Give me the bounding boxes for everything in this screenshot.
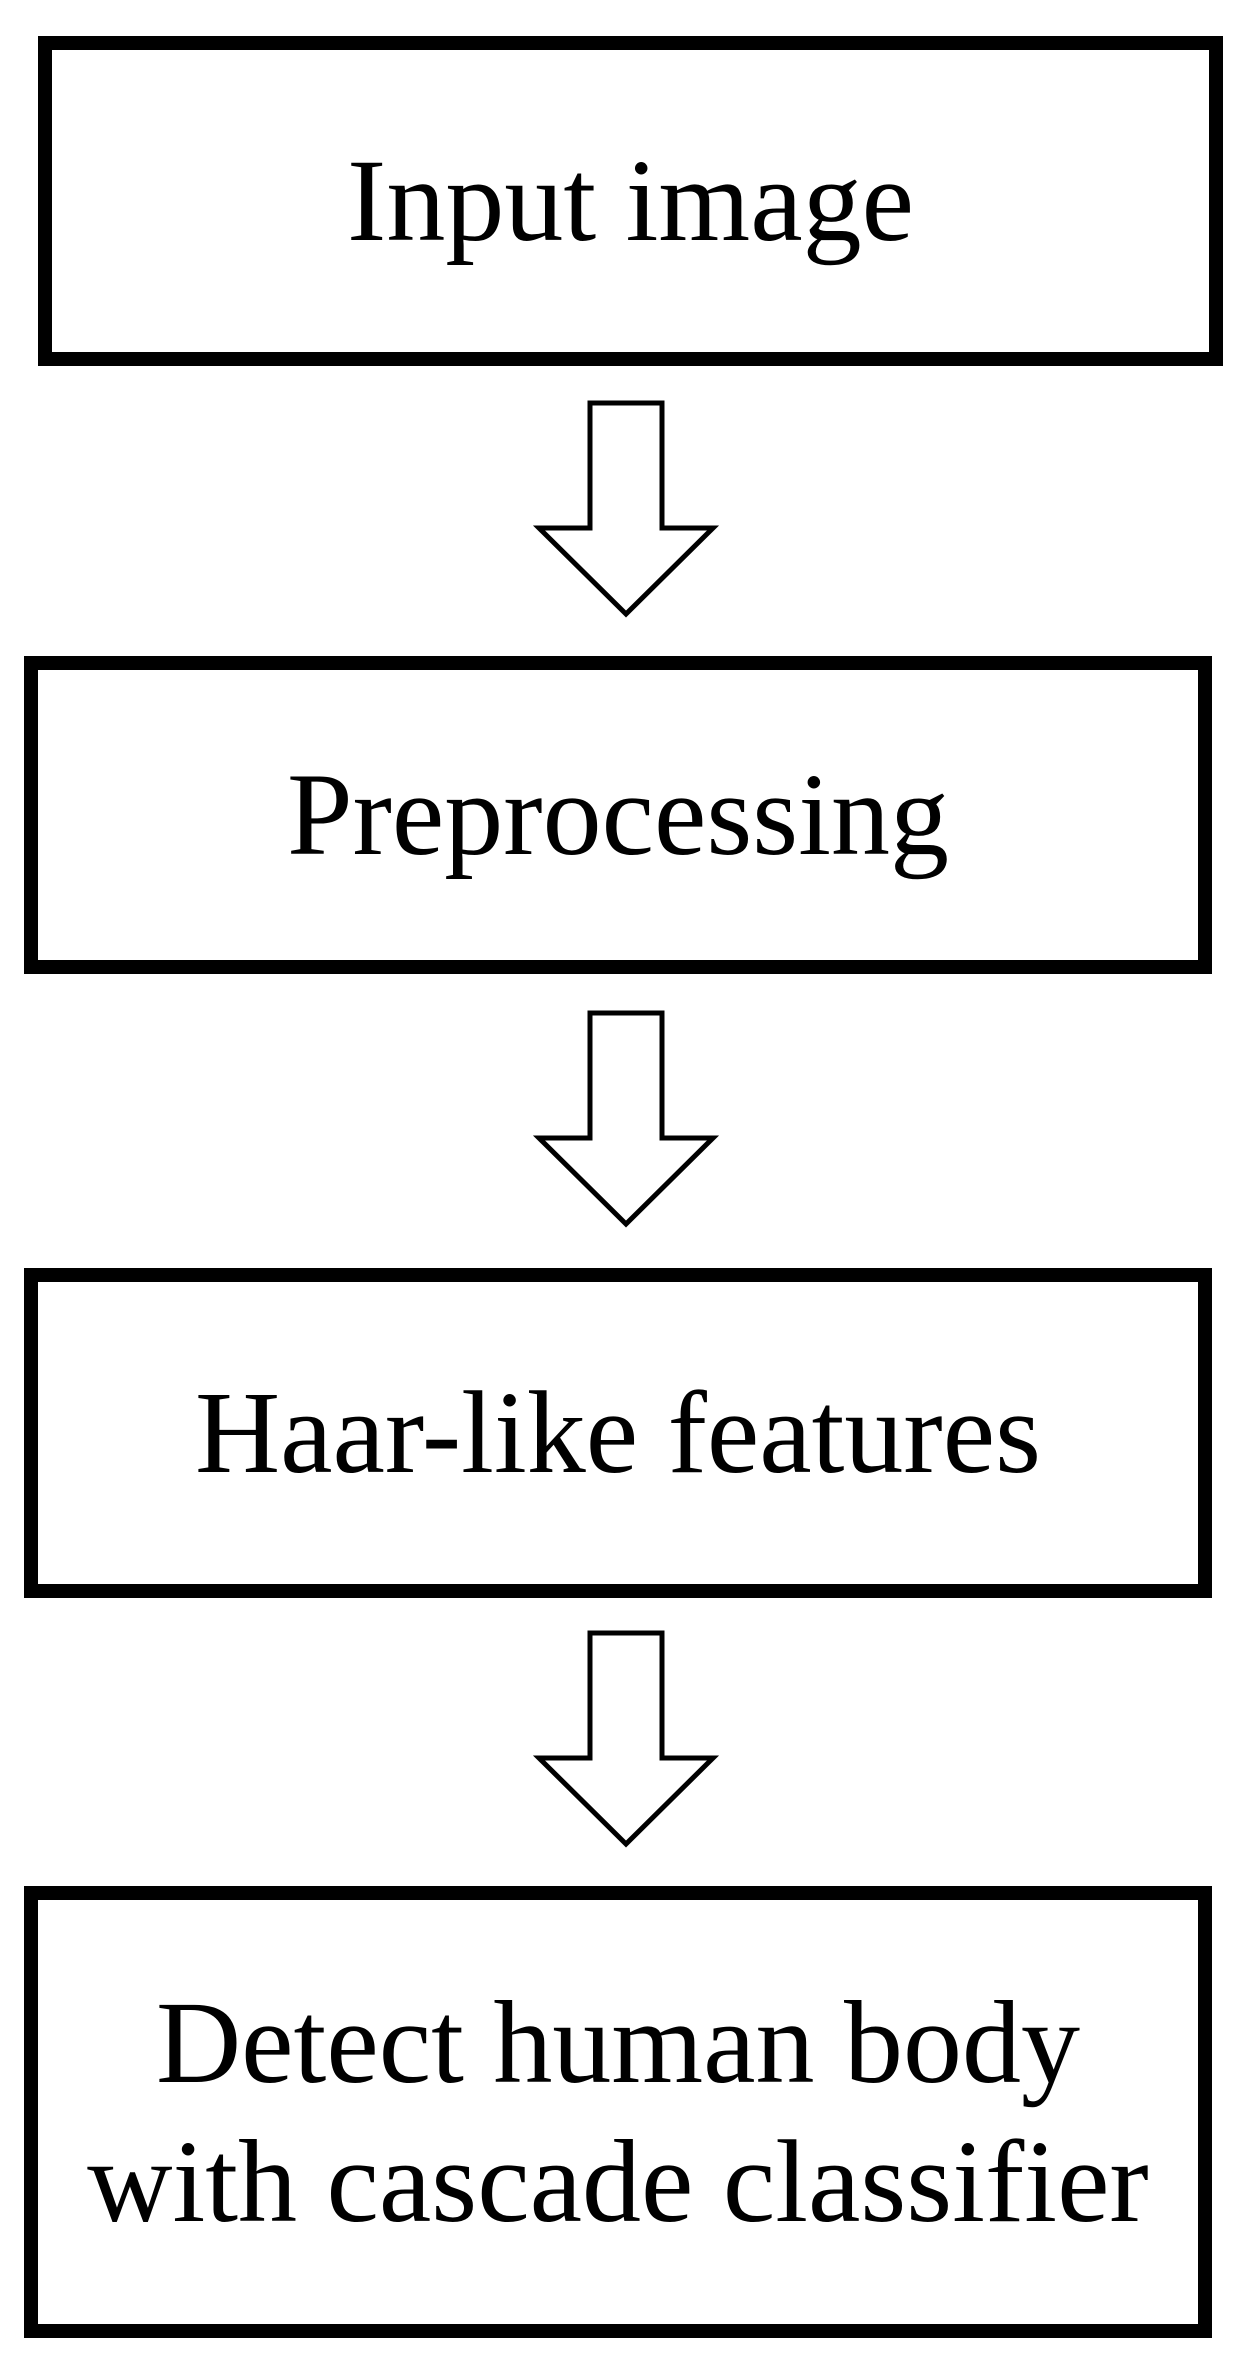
step-label: Preprocessing — [287, 748, 949, 880]
down-arrow-icon — [532, 1010, 720, 1230]
step-haar-like-features-box: Haar-like features — [24, 1268, 1212, 1598]
step-label: Detect human body with cascade classifie… — [87, 1973, 1148, 2251]
down-arrow-icon-shape — [532, 1010, 720, 1228]
step-input-image-box: Input image — [38, 36, 1223, 366]
step-label: Input image — [347, 134, 914, 266]
step-label: Haar-like features — [194, 1366, 1042, 1498]
down-arrow-icon — [532, 1630, 720, 1850]
step-detect-human-body-box: Detect human body with cascade classifie… — [24, 1886, 1212, 2338]
down-arrow-icon — [532, 400, 720, 620]
step-preprocessing-box: Preprocessing — [24, 656, 1212, 974]
step-label-line: with cascade classifier — [87, 2116, 1149, 2247]
down-arrow-icon-shape — [532, 1630, 720, 1848]
step-label-line: Detect human body — [155, 1976, 1081, 2108]
down-arrow-icon-shape — [532, 400, 720, 618]
